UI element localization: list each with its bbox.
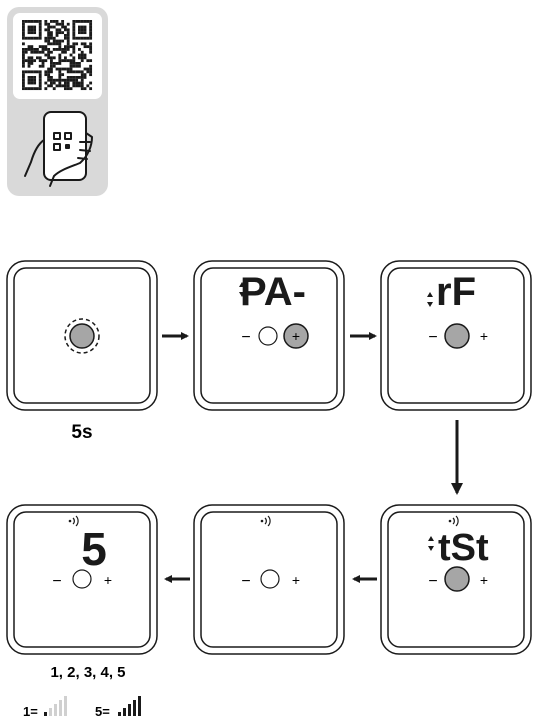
scroll-arrows-icon bbox=[239, 282, 245, 297]
center-button[interactable] bbox=[444, 566, 470, 592]
signal-bar bbox=[44, 712, 47, 716]
step-2-panel: PA- − + bbox=[193, 260, 345, 411]
plus-button[interactable]: + bbox=[104, 572, 112, 588]
legend-weak-label: 1= bbox=[23, 704, 38, 719]
plus-button-label: + bbox=[292, 328, 300, 344]
press-indicator-ring bbox=[64, 318, 100, 354]
phone-scan-icon bbox=[24, 111, 93, 187]
wireless-signal-icon bbox=[448, 515, 459, 527]
step-4-panel: tSt − + bbox=[380, 504, 532, 655]
scroll-arrows-icon bbox=[428, 536, 434, 551]
signal-bar bbox=[118, 712, 121, 716]
press-duration-label: 5s bbox=[71, 422, 92, 443]
qr-code-icon bbox=[22, 20, 93, 91]
signal-bar bbox=[49, 708, 52, 716]
minus-button[interactable]: − bbox=[52, 573, 61, 590]
scroll-arrows-icon bbox=[427, 292, 433, 307]
center-button[interactable] bbox=[72, 569, 92, 589]
signal-bars-weak-icon bbox=[44, 696, 67, 716]
wireless-signal-icon bbox=[68, 515, 79, 527]
wireless-signal-icon bbox=[260, 515, 271, 527]
center-button[interactable] bbox=[444, 323, 470, 349]
signal-bar bbox=[54, 704, 57, 716]
signal-values-label: 1, 2, 3, 4, 5 bbox=[50, 664, 125, 681]
minus-button[interactable]: − bbox=[241, 573, 250, 590]
minus-button[interactable]: − bbox=[428, 573, 437, 590]
center-button[interactable] bbox=[260, 569, 280, 589]
signal-bar bbox=[64, 696, 67, 716]
pairing-button[interactable] bbox=[69, 323, 95, 349]
center-button[interactable] bbox=[258, 326, 278, 346]
step-5-panel: − + bbox=[193, 504, 345, 655]
plus-button[interactable]: + bbox=[480, 572, 488, 588]
plus-button[interactable]: + bbox=[480, 328, 488, 344]
signal-bar bbox=[128, 704, 131, 716]
minus-button[interactable]: − bbox=[428, 329, 437, 346]
signal-bar bbox=[138, 696, 141, 716]
lcd-display: tSt bbox=[438, 527, 489, 569]
lcd-display: rF bbox=[436, 270, 476, 314]
signal-bar bbox=[59, 700, 62, 716]
lcd-display: PA- bbox=[240, 270, 306, 314]
signal-bar bbox=[133, 700, 136, 716]
signal-bar bbox=[123, 708, 126, 716]
plus-button[interactable]: + bbox=[292, 572, 300, 588]
signal-strength-display: 5 bbox=[81, 523, 107, 575]
plus-button[interactable] bbox=[283, 323, 309, 349]
minus-button[interactable]: − bbox=[241, 329, 250, 346]
step-3-panel: rF − + bbox=[380, 260, 532, 411]
step-6-panel: 5 − + bbox=[6, 504, 158, 655]
signal-bars-strong-icon bbox=[118, 696, 141, 716]
legend-strong-label: 5= bbox=[95, 704, 110, 719]
step-1-panel bbox=[6, 260, 158, 411]
qr-card bbox=[7, 7, 108, 196]
